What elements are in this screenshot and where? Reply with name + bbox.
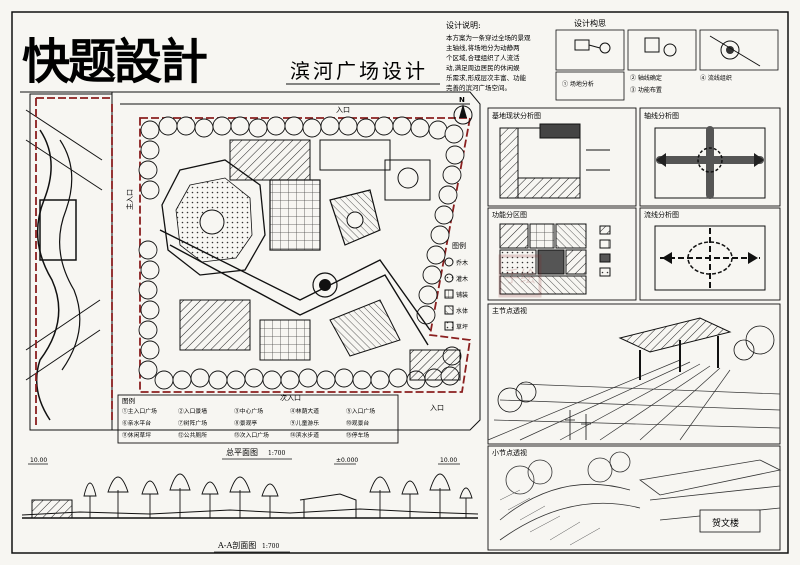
legend-item: ⑮停车场 (346, 431, 369, 439)
sheet-title: 快题設計 (22, 34, 207, 90)
header: 快题設計 滨河广场设计 (22, 34, 440, 90)
legend-item: ⑬次入口广场 (234, 431, 269, 439)
main-perspective: 主节点透视 (487, 303, 781, 445)
section-aa: 10.00 ±0.000 10.00 A-A剖面图 1:700 (21, 457, 479, 553)
map-legend: 图例 乔木 灌木 铺装 水体 草坪 (444, 241, 468, 331)
design-notes-line: 本方案为一条穿过全场的景观 (446, 33, 531, 42)
map-legend-item: 乔木 (456, 259, 468, 267)
perspective-title: 主节点透视 (492, 306, 527, 315)
analysis-title: 功能分区图 (492, 210, 527, 219)
plan-legend: 图例 ①主入口广场 ②入口景墙 ③中心广场 ④林荫大道 ⑤入口广场 ⑥亲水平台 … (117, 394, 399, 444)
plan-entrance-label: 主入口 (125, 189, 134, 210)
elevation-marker: 10.00 (440, 457, 457, 464)
legend-item: ⑦树阵广场 (178, 419, 207, 427)
design-notes-heading: 设计说明: (446, 20, 481, 30)
watermark-text: 手绘 (504, 267, 536, 286)
plan-caption: 总平面图 1:700 (222, 447, 292, 460)
legend-item: ④林荫大道 (290, 407, 319, 415)
analysis-title: 流线分析图 (644, 210, 679, 219)
map-legend-heading: 图例 (452, 241, 466, 250)
sheet-subtitle: 滨河广场设计 (290, 59, 428, 83)
watermark: 手绘 (498, 254, 542, 298)
plan-entrance-label: 次入口 (280, 393, 301, 402)
concept-step: ③ 功能布置 (630, 86, 662, 94)
concept-heading: 设计构思 (574, 18, 606, 28)
plan-caption-text: 总平面图 (226, 447, 258, 457)
design-notes-line: 乐需求,形成层次丰富、功能 (446, 73, 527, 82)
section-scale: 1:700 (262, 543, 279, 550)
plan-scale: 1:700 (268, 450, 285, 457)
elevation-marker: ±0.000 (336, 457, 358, 464)
plan-entrance-label: 入口 (336, 106, 350, 114)
map-legend-item: 铺装 (456, 291, 468, 299)
legend-item: ②入口景墙 (178, 407, 207, 415)
master-plan: 主入口 入口 次入口 入口 N (20, 91, 481, 431)
legend-item: ⑨儿童游乐 (290, 419, 319, 427)
legend-item: ⑧景观亭 (234, 419, 257, 427)
section-caption: A-A剖面图 (217, 540, 256, 550)
concept-step: ④ 流线组织 (700, 74, 732, 82)
legend-heading: 图例 (122, 396, 135, 405)
legend-item: ⑤入口广场 (346, 407, 375, 415)
map-legend-item: 水体 (456, 307, 468, 315)
legend-item: ⑥亲水平台 (122, 419, 151, 427)
perspective-title: 小节点透视 (492, 448, 527, 457)
analysis-title: 轴线分析图 (644, 111, 679, 120)
design-concept: 设计构思 ① 场地分析 ② 轴线确定 ③ 功能布置 ④ 流线组织 (555, 18, 779, 101)
design-notes: 设计说明: 本方案为一条穿过全场的景观 主轴线,将场地分为动静两 个区域,合理组… (446, 20, 531, 92)
designer-signature: 贺文楼 (712, 517, 739, 529)
plan-entrance-label: 入口 (430, 404, 444, 412)
sheet-border (11, 11, 789, 554)
north-arrow: N (453, 96, 473, 125)
design-notes-line: 动,满足周边居民的休闲娱 (446, 63, 520, 72)
legend-item: ①主入口广场 (122, 407, 157, 415)
analysis-title: 基地现状分析图 (492, 111, 541, 120)
design-notes-line: 主轴线,将场地分为动静两 (446, 43, 520, 52)
legend-item: ⑭滨水步道 (290, 431, 319, 439)
concept-step: ② 轴线确定 (630, 74, 662, 82)
legend-item: ③中心广场 (234, 407, 263, 415)
design-notes-line: 完善的滨河广场空间。 (446, 83, 511, 92)
legend-item: ⑪休闲草坪 (122, 431, 151, 439)
legend-item: ⑩观景台 (346, 419, 369, 427)
concept-step: ① 场地分析 (562, 80, 594, 88)
analysis-diagrams: 基地现状分析图 轴线分析图 功能分区图 流线分析图 (487, 107, 781, 301)
map-legend-item: 灌木 (456, 275, 468, 283)
elevation-marker: 10.00 (30, 457, 47, 464)
design-notes-line: 个区域,合理组织了人流活 (446, 53, 520, 62)
north-label: N (459, 96, 465, 104)
secondary-perspective: 小节点透视 贺文楼 (487, 445, 782, 551)
legend-item: ⑫公共厕所 (178, 431, 207, 439)
map-legend-item: 草坪 (456, 323, 468, 331)
